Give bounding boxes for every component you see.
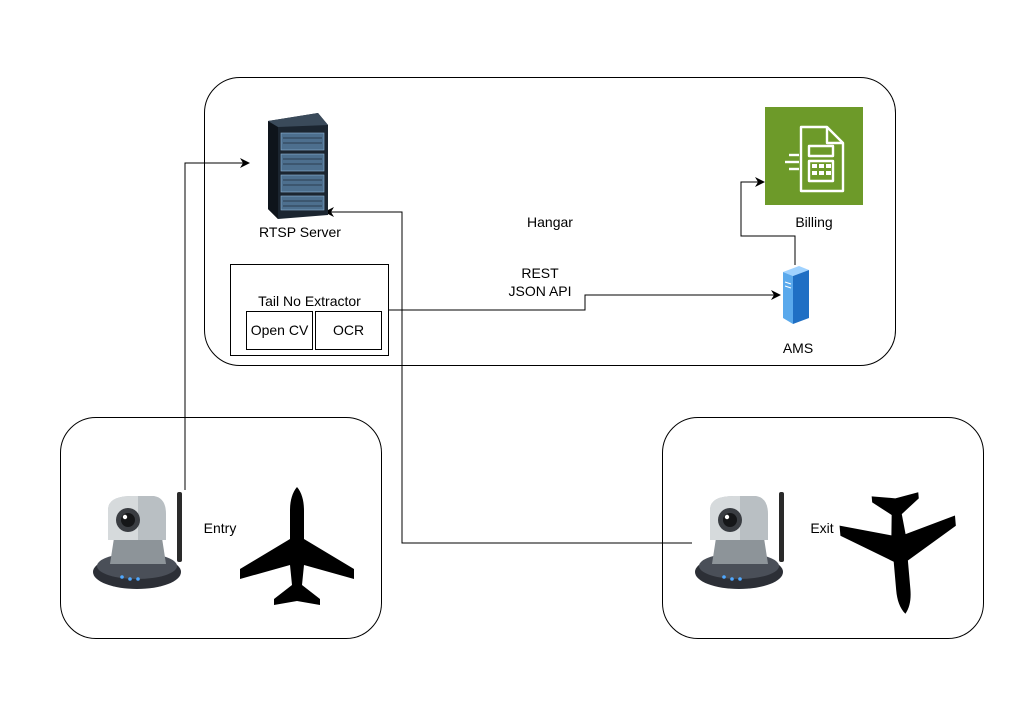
opencv-label: Open CV <box>250 322 309 338</box>
entry-container <box>60 417 382 639</box>
hangar-container <box>204 77 896 366</box>
ams-server-icon <box>783 266 809 324</box>
entry-camera-to-rtsp-connector <box>184 158 250 490</box>
airplane-icon <box>240 487 354 605</box>
tail-no-extractor-box <box>230 264 389 356</box>
exit-container <box>662 417 984 639</box>
ip-camera-icon <box>695 492 784 589</box>
extractor-to-ams-connector <box>389 290 781 311</box>
api-label-line2: JSON API <box>508 283 572 299</box>
entry-label: Entry <box>203 520 237 536</box>
exit-label: Exit <box>810 520 834 536</box>
ocr-label: OCR <box>332 322 365 338</box>
ip-camera-icon <box>93 492 182 589</box>
ams-to-billing-connector <box>740 177 796 265</box>
ocr-box <box>315 311 382 350</box>
billing-label: Billing <box>795 214 833 230</box>
extractor-title: Tail No Extractor <box>258 293 361 309</box>
exit-camera-to-rtsp-connector <box>324 207 692 544</box>
api-label-line1: REST <box>521 265 559 281</box>
opencv-box <box>246 311 313 350</box>
billing-document-icon <box>765 107 863 205</box>
ams-label: AMS <box>782 340 814 356</box>
hangar-label: Hangar <box>527 214 573 230</box>
airplane-icon <box>839 492 956 614</box>
rtsp-server-label: RTSP Server <box>259 224 341 240</box>
server-rack-icon <box>268 113 328 219</box>
